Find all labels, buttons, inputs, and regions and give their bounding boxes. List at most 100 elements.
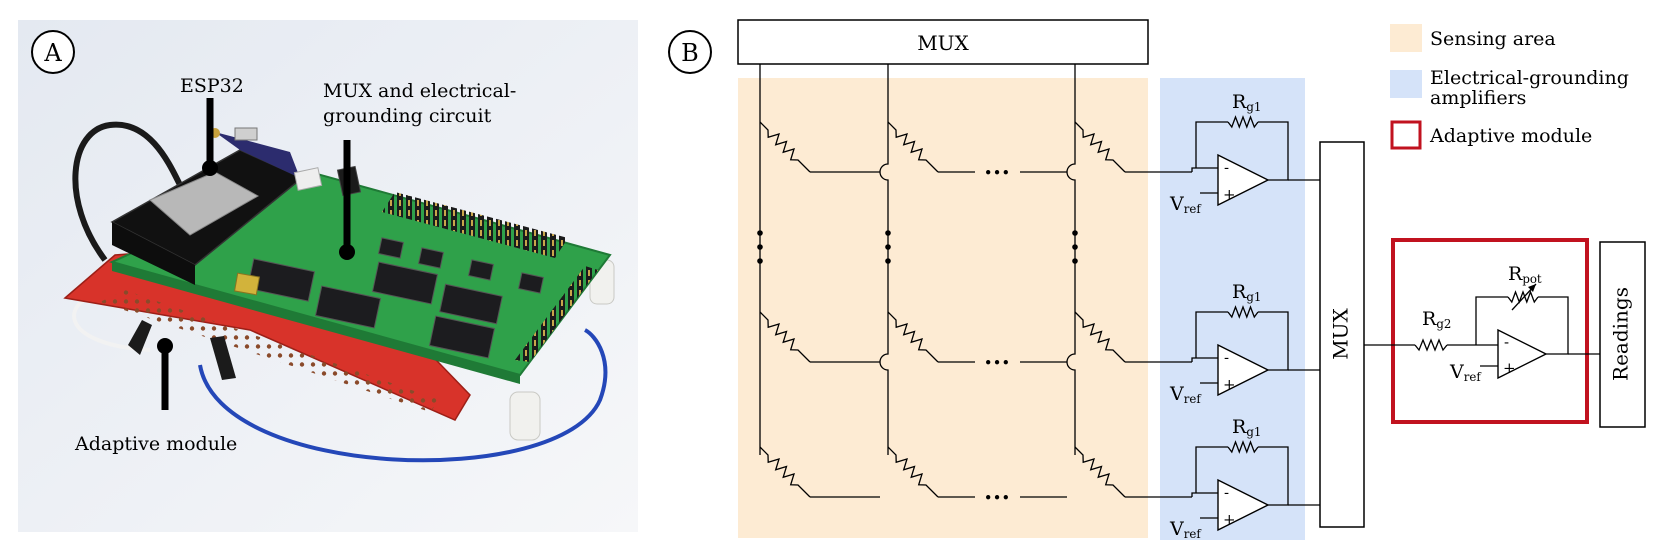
mux-side-label: MUX (1329, 307, 1353, 359)
col-ellipsis-0-2 (757, 258, 763, 264)
grounding-amplifier-region (1160, 78, 1305, 540)
amp-feedback-left-1 (1195, 311, 1228, 358)
amp-0-opamp (1217, 153, 1270, 207)
amp-2-plus: + (1223, 511, 1236, 529)
legend-swatch-adaptive (1390, 120, 1422, 150)
col-ellipsis-2-1 (1072, 244, 1078, 250)
amp-rg1-label-1-sub: g1 (1246, 290, 1261, 304)
amp-vref-label-1: Vref (1169, 383, 1202, 406)
adaptive-rg2-resistor (1414, 338, 1448, 352)
header-pins-top (382, 192, 568, 258)
adaptive-rpot-label: Rpot (1508, 263, 1542, 286)
panel-a: ESP32 MUX and electrical- grounding circ… (18, 20, 638, 532)
amp-feedback-right-2 (1258, 446, 1289, 506)
readings-box (1599, 241, 1646, 428)
amp-vref-label-0: Vref (1169, 193, 1202, 216)
col-ellipsis-0-0 (757, 230, 763, 236)
amp-feedback-right-0 (1258, 121, 1289, 181)
label-esp32: ESP32 (180, 75, 244, 97)
legend-label-sensing: Sensing area (1430, 28, 1556, 50)
adaptive-minus: - (1504, 333, 1509, 351)
mux-side-box (1319, 141, 1365, 528)
mux-top-box (737, 19, 1149, 65)
sensor-resistor-r1-c0 (759, 311, 811, 363)
callout-dot-esp32 (202, 160, 218, 176)
label-mux-line1: MUX and electrical- (323, 80, 516, 102)
standoff-left (509, 391, 541, 441)
amp-rg1-label-1-main: R (1232, 281, 1247, 303)
amp-rg1-label-2: Rg1 (1232, 416, 1261, 439)
adaptive-feedback-left (1475, 296, 1508, 345)
panel-a-badge (31, 30, 75, 74)
amp-vref-label-0-main: V (1169, 193, 1184, 215)
label-mux-line2: grounding circuit (323, 105, 492, 127)
adaptive-rg2-label: Rg2 (1422, 308, 1451, 331)
sensor-resistor-r0-c2 (1074, 121, 1126, 173)
adaptive-rpot-label-main: R (1508, 263, 1523, 285)
panel-a-label: A (43, 39, 62, 67)
col-ellipsis-1-2 (885, 258, 891, 264)
sensor-resistor-r2-c2 (1074, 446, 1126, 498)
col-ellipsis-2-0 (1072, 230, 1078, 236)
black-jumper-wire (128, 320, 152, 355)
adaptive-module-box (1391, 238, 1589, 424)
amp-rg1-label-2-sub: g1 (1246, 425, 1261, 439)
amp-rg1-label-0: Rg1 (1232, 91, 1261, 114)
column-line-1 (879, 64, 889, 455)
amp-vref-label-2-main: V (1169, 518, 1184, 540)
adaptive-vref-label-main: V (1449, 361, 1464, 383)
adaptive-feedback-right (1538, 296, 1569, 355)
legend-label-grounding-2: amplifiers (1430, 87, 1526, 109)
white-connector (293, 167, 323, 191)
esp32-module (110, 127, 304, 285)
label-adaptive-module: Adaptive module (74, 433, 237, 455)
sensor-resistor-r0-c0 (759, 121, 811, 173)
legend-swatch-grounding (1390, 70, 1422, 98)
adaptive-vref-label-sub: ref (1464, 370, 1483, 384)
callout-dot-mux (339, 244, 355, 260)
sensor-resistor-r0-c1 (887, 121, 939, 173)
col-ellipsis-1-0 (885, 230, 891, 236)
yellow-jumper (234, 272, 260, 296)
header-pins-right (515, 266, 598, 362)
amp-0-plus: + (1223, 186, 1236, 204)
amp-feedback-resistor-2 (1227, 440, 1259, 454)
amp-rg1-label-2-main: R (1232, 416, 1247, 438)
row-ellipsis-2: ••• (984, 489, 1011, 507)
sensing-area-region (738, 78, 1148, 538)
amp-1-minus: - (1224, 349, 1229, 367)
amp-vref-label-2-sub: ref (1184, 527, 1203, 541)
legend-swatch-sensing (1390, 24, 1422, 52)
amp-0-minus: - (1224, 159, 1229, 177)
col-ellipsis-2-2 (1072, 258, 1078, 264)
amp-input-1 (1191, 357, 1218, 362)
adaptive-rpot-label-sub: pot (1522, 272, 1542, 286)
red-board-holes (100, 290, 440, 412)
amp-2-opamp (1217, 478, 1270, 532)
adaptive-rg2-label-sub: g2 (1436, 317, 1451, 331)
callout-dot-adaptive (157, 338, 173, 354)
amp-vref-label-0-sub: ref (1184, 202, 1203, 216)
amp-rg1-label-0-main: R (1232, 91, 1247, 113)
amp-vref-label-1-sub: ref (1184, 392, 1203, 406)
blue-cable (198, 328, 608, 463)
adaptive-vref-label: Vref (1449, 361, 1482, 384)
panel-b-badge (668, 30, 712, 74)
row-ellipsis-1: ••• (984, 354, 1011, 372)
legend-label-adaptive: Adaptive module (1429, 125, 1592, 147)
panel-b-label: B (681, 39, 699, 67)
sensor-resistor-r2-c0 (759, 446, 811, 498)
green-board-edge (112, 262, 520, 384)
adaptive-rpot-resistor (1507, 290, 1539, 304)
col-ellipsis-0-1 (757, 244, 763, 250)
black-jumper-wire-2 (210, 336, 236, 380)
column-line-2 (1066, 64, 1076, 455)
black-cable (72, 121, 183, 262)
amp-rg1-label-0-sub: g1 (1246, 100, 1261, 114)
